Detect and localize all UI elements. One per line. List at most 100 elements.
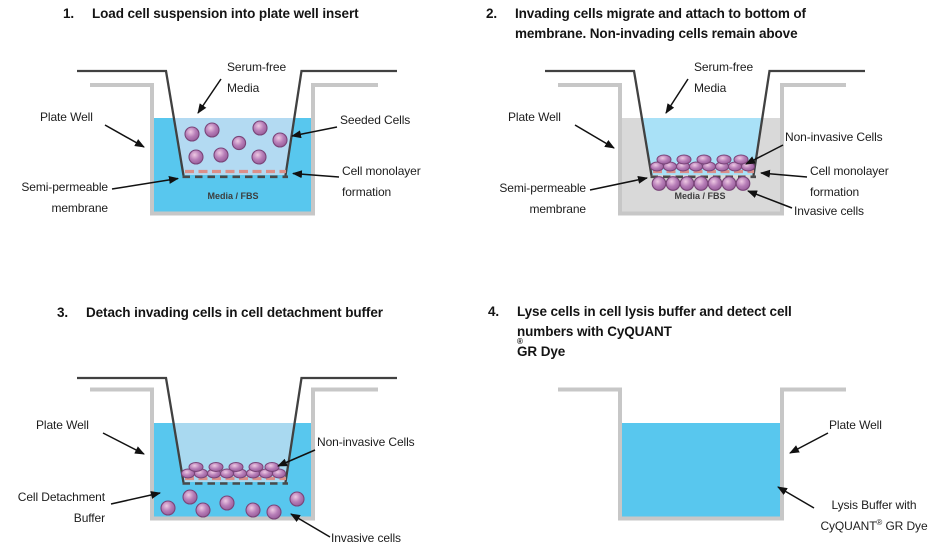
label-plate-well: Plate Well — [508, 110, 561, 124]
panel1-arrows — [104, 78, 340, 190]
cell-icon — [252, 120, 268, 136]
label-invasive-cells: Invasive cells — [331, 531, 401, 545]
cell-icon — [651, 176, 667, 191]
label-cyquant: CyQUANT — [820, 518, 877, 533]
cell-icon — [248, 462, 264, 472]
panel2-insert-left-wall — [545, 69, 653, 176]
label-lysis-buffer: Lysis Buffer with CyQUANT® GR Dye — [820, 498, 928, 533]
title-cyquant: numbers with CyQUANT — [517, 324, 672, 339]
cell-icon — [213, 147, 229, 163]
arrow-cell-detachment-buffer — [110, 491, 161, 505]
arrow-semi-permeable-membrane — [111, 175, 179, 190]
arrow-plate-well — [102, 432, 145, 455]
cell-icon — [251, 149, 267, 165]
cell-icon — [665, 176, 681, 191]
panel1-title: 1. Load cell suspension into plate well … — [63, 4, 359, 24]
arrow-non-invasive-cells — [277, 449, 316, 467]
cell-icon — [707, 176, 723, 191]
label-plate-well: Plate Well — [36, 418, 89, 432]
arrow-plate-well — [574, 124, 615, 149]
cell-icon — [264, 462, 280, 472]
arrow-plate-well — [104, 124, 145, 148]
label-non-invasive-cells: Non-invasive Cells — [317, 435, 415, 449]
title-gr-dye: GR Dye — [517, 344, 566, 359]
panel1-seeded-cells-group — [184, 120, 288, 165]
panel3-insert-left-wall — [77, 376, 185, 483]
cell-icon — [204, 122, 220, 138]
arrow-non-invasive-cells — [745, 144, 784, 165]
panel2-non-invasive-cells-group — [650, 154, 755, 172]
label-serum-free-media: Serum-free Media — [694, 60, 754, 95]
label-plate-well: Plate Well — [829, 418, 882, 432]
step-number: 3. — [57, 305, 69, 320]
panel2-insert-right-wall — [752, 69, 865, 176]
arrow-seeded-cells — [291, 126, 338, 139]
panel4-title: 4. Lyse cells in cell lysis buffer and d… — [488, 302, 792, 362]
panel4-arrows — [777, 432, 829, 509]
cell-icon — [676, 154, 692, 165]
arrow-lysis-buffer — [777, 486, 815, 509]
panel3-title: 3. Detach invading cells in cell detachm… — [57, 303, 383, 323]
panel2-invasive-cells-group — [651, 176, 751, 191]
cell-icon — [289, 491, 305, 507]
registered-trademark-symbol: ® — [876, 517, 883, 527]
panel3-insert-media-liquid — [173, 423, 295, 482]
arrow-invasive-cells — [290, 513, 331, 538]
step-title-text-line2: numbers with CyQUANT® GR Dye — [517, 322, 792, 362]
label-cell-detachment-buffer: Cell Detachment Buffer — [17, 490, 105, 525]
panel3-invasive-cells-group — [160, 489, 305, 520]
step-title-text-line1: Lyse cells in cell lysis buffer and dete… — [517, 304, 792, 319]
panel2-arrows — [574, 78, 808, 209]
panel1-insert-left-wall — [77, 69, 185, 176]
panel2-title: 2. Invading cells migrate and attach to … — [486, 4, 806, 44]
cell-icon — [219, 495, 235, 511]
cell-icon — [188, 462, 204, 472]
label-serum-free-media: Serum-free Media — [227, 60, 287, 95]
arrow-plate-well — [789, 432, 829, 454]
step-title-text: Detach invading cells in cell detachment… — [86, 305, 383, 320]
cell-icon — [693, 176, 709, 191]
cell-icon — [231, 135, 247, 151]
panel3-arrows — [102, 432, 331, 538]
panel3-non-invasive-cells-group — [181, 462, 286, 479]
cell-icon — [735, 176, 751, 191]
arrow-semi-permeable-membrane — [589, 175, 648, 191]
label-media-fbs: Media / FBS — [674, 191, 726, 201]
step-number: 2. — [486, 6, 498, 21]
panel1-diagram — [77, 69, 397, 216]
cell-icon — [696, 154, 712, 165]
cell-icon — [656, 154, 672, 165]
label-media-fbs: Media / FBS — [207, 191, 259, 201]
step-title-text-line2: membrane. Non-invading cells remain abov… — [515, 26, 798, 41]
panel3-plate-well-shape — [90, 387, 378, 521]
panel4-diagram — [558, 387, 846, 521]
panel1-plate-well-shape — [90, 83, 378, 216]
label-invasive-cells: Invasive cells — [794, 204, 864, 218]
cell-icon — [160, 500, 176, 516]
panel1-insert-right-wall — [284, 69, 397, 176]
cell-icon — [208, 462, 224, 472]
cell-icon — [266, 504, 282, 520]
label-cell-monolayer-formation: Cell monolayer formation — [810, 164, 889, 199]
label-gr-dye: GR Dye — [882, 518, 928, 533]
cell-icon — [733, 154, 749, 165]
step-title-text-line1: Invading cells migrate and attach to bot… — [515, 6, 806, 21]
arrow-cell-monolayer — [292, 170, 340, 179]
arrow-serum-free-media — [197, 78, 222, 114]
cell-icon — [716, 154, 732, 165]
panel4-plate-well-shape — [558, 387, 846, 521]
cell-icon — [245, 502, 261, 518]
cell-icon — [228, 462, 244, 472]
label-non-invasive-cells: Non-invasive Cells — [785, 130, 883, 144]
arrow-serum-free-media — [665, 78, 689, 114]
cell-icon — [188, 149, 204, 165]
panel2-plate-well-shape — [558, 83, 846, 216]
arrow-cell-monolayer — [760, 169, 808, 178]
panel4-lysis-buffer-liquid — [620, 423, 782, 518]
arrow-invasive-cells — [747, 190, 793, 209]
cell-icon — [679, 176, 695, 191]
step-number: 4. — [488, 304, 500, 319]
cell-icon — [195, 502, 211, 518]
